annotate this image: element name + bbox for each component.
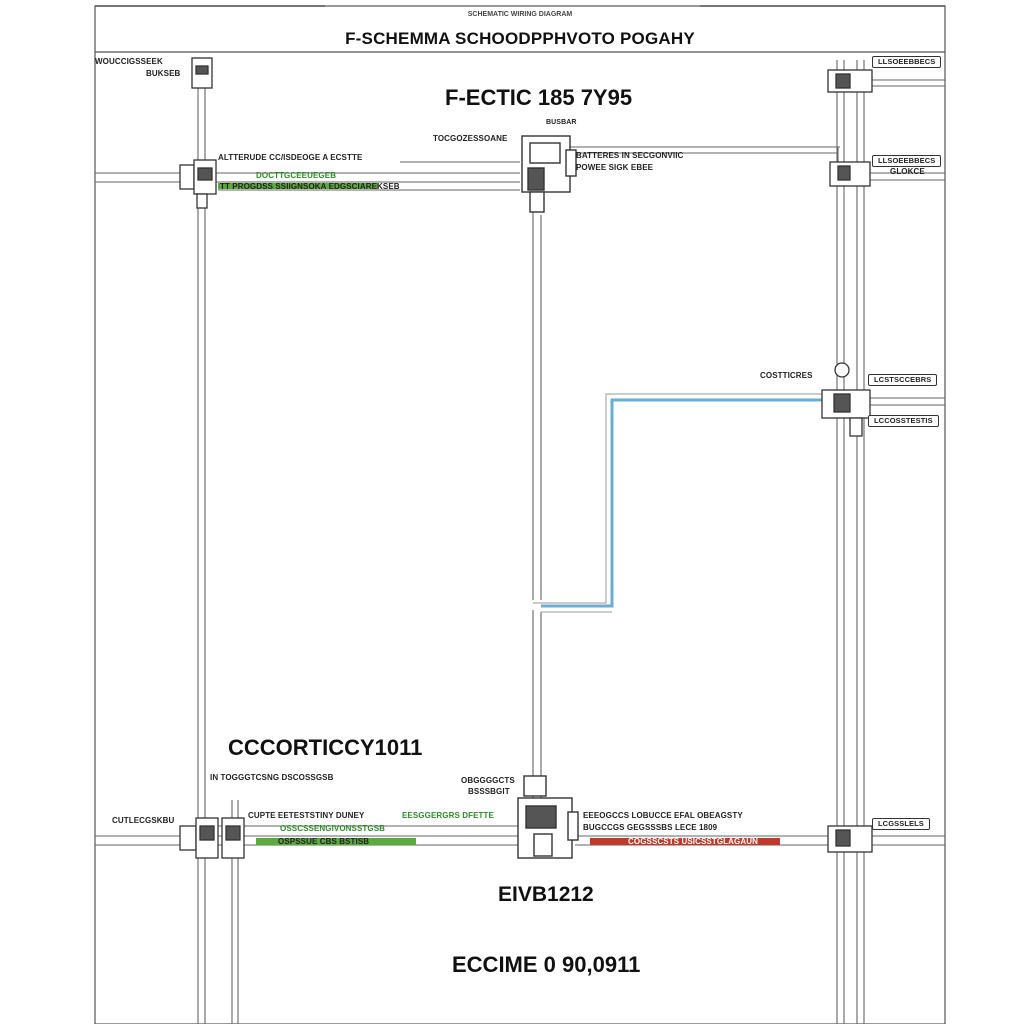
junction-top-left <box>191 57 213 89</box>
green-bar-lower <box>256 838 416 845</box>
junction-top-right <box>827 69 873 187</box>
label-lower-row-green-1: EESGGERGRS DFETTE <box>402 811 494 820</box>
junction-left-mid <box>179 159 217 209</box>
label-lower-right-red: COGSSCSTS USICSSTGLAGAUN <box>628 837 758 846</box>
label-lower-row-1: CUPTE EETESTSTINY DUNEY <box>248 811 365 820</box>
supertitle: SCHEMATIC WIRING DIAGRAM <box>467 11 573 18</box>
label-left-mid-2: TT PROGDSS SSIIGNSOKA EDGSCIAREKSEB <box>220 182 400 191</box>
label-lower-row-green-2: OSSCSSENGIVONSSTGSB <box>280 824 386 833</box>
label-center-right-1: BATTERES IN SECGONVIIC <box>576 151 684 160</box>
red-bar-lower <box>590 838 780 845</box>
label-right-box-1: LLSOEEBBECS <box>872 155 942 167</box>
label-lower-left-2: CUTLECGSKBU <box>112 816 175 825</box>
junction-center-top <box>521 135 577 213</box>
junction-lower-center <box>517 775 579 859</box>
horizontal-wires <box>95 79 945 846</box>
label-left-mid-green: DOCTTGCEEUEGEB <box>256 171 337 180</box>
blue-feed-wire-outline <box>533 393 835 604</box>
blue-feed-wire <box>541 398 835 608</box>
label-lower-left-1: IN TOGGGTCSNG DSCOSSGSB <box>210 773 334 782</box>
drawing-frame <box>94 5 946 1024</box>
label-right-box-2: GLOKCE <box>890 167 925 176</box>
main-heading: F-ECTIC 185 7Y95 <box>445 85 633 110</box>
green-bar-upper <box>218 183 378 189</box>
label-right-box-top: LLSOEEBBECS <box>872 56 942 68</box>
label-top-left-1: WOUCCIGSSEEK <box>95 57 163 66</box>
label-lower-row-green-3: OSPSSUE CBS BSTISB <box>278 837 370 846</box>
bottom-heading: ECCIME 0 90,0911 <box>452 952 641 977</box>
vertical-wires <box>197 60 865 1024</box>
label-lower-center-1: OBGGGGCTS <box>461 776 515 785</box>
busbar-label: BUSBAR <box>546 119 577 126</box>
label-mid-right-box-2: LCCOSSTESTIS <box>868 415 939 427</box>
label-lower-right-box: LCGSSLELS <box>872 818 930 830</box>
label-lower-right-2: BUGCCGS GEGSSSBS LECE 1809 <box>583 823 718 832</box>
label-lower-right-1: EEEOGCCS LOBUCCE EFAL OBEAGSTY <box>583 811 743 820</box>
junction-lower-right <box>827 825 873 853</box>
junction-mid-right <box>821 362 871 437</box>
label-center-right-2: POWEE SIGK EBEE <box>576 163 654 172</box>
label-lower-center-2: BSSSBGIT <box>468 787 510 796</box>
label-left-mid-1: ALTTERUDE CC/ISDEOGE A ECSTTE <box>218 153 363 162</box>
lower-center-heading: EIVB1212 <box>498 883 594 906</box>
lower-left-heading: CCCORTICCY1011 <box>228 735 423 760</box>
label-mid-right-left: COSTTICRES <box>760 371 813 380</box>
label-top-left-2: BUKSEB <box>146 69 181 78</box>
diagram-title: F-SCHEMMA SCHOODPPHVOTO POGAHY <box>345 29 695 48</box>
label-mid-right-box-1: LCSTSCCEBRS <box>868 374 938 386</box>
label-center-top-left: TOCGOZESSOANE <box>433 134 508 143</box>
junction-lower-left <box>179 817 245 859</box>
